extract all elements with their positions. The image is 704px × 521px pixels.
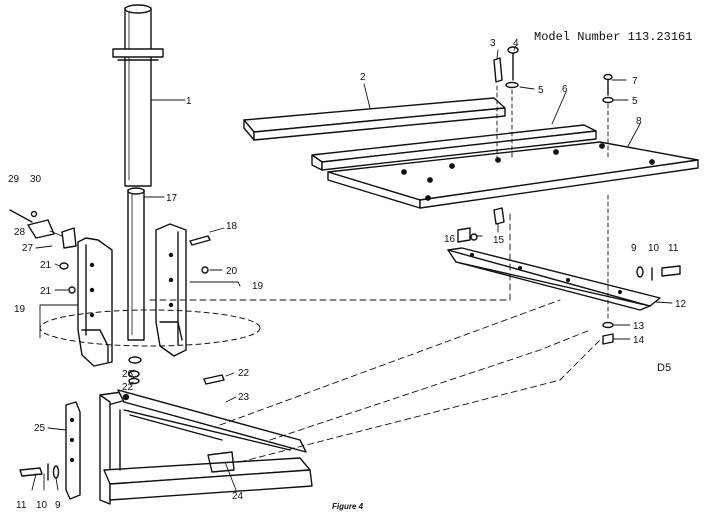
model-number-label: Model Number 113.23161: [534, 30, 693, 44]
callout-7: 7: [632, 76, 638, 87]
callout-22: 22: [238, 368, 250, 379]
part-table-board-rear: [243, 97, 506, 141]
callout-27: 27: [22, 243, 34, 254]
callout-15: 15: [493, 235, 505, 246]
callout-10: 10: [36, 500, 48, 511]
callout-2: 2: [360, 72, 366, 83]
callout-12: 12: [675, 299, 687, 310]
callout-labels: 1 2 3 4 5 5 6 7 8 9 10 11 12 13 14 15 16…: [8, 38, 687, 511]
callout-19: 19: [252, 281, 264, 292]
assembly-guide-lines: [149, 209, 601, 463]
part-base-frame: [99, 389, 313, 505]
part-angle-bracket: [447, 194, 681, 345]
part-column-clamp-right: [155, 223, 187, 357]
part-column-rod: [127, 187, 165, 341]
callout-5: 5: [632, 96, 638, 107]
callout-18: 18: [226, 221, 238, 232]
part-table-hardware: [457, 46, 614, 243]
callout-3: 3: [490, 38, 496, 49]
callout-9: 9: [55, 500, 61, 511]
part-column-clamp-left: [77, 237, 113, 367]
callout-22: 22: [122, 382, 134, 393]
leader-lines: [31, 45, 673, 491]
callout-20: 20: [226, 266, 238, 277]
callout-29: 29: [8, 174, 20, 185]
callout-11: 11: [16, 500, 27, 511]
callout-25: 25: [34, 423, 46, 434]
part-leg-strap: [19, 401, 81, 500]
alignment-dashed-ellipse: [39, 309, 261, 347]
part-table-spacer: [311, 124, 597, 171]
part-base-washers: [128, 356, 225, 385]
callout-30: 30: [30, 174, 42, 185]
callout-9: 9: [631, 243, 637, 254]
callout-13: 13: [633, 321, 645, 332]
callout-28: 28: [14, 227, 26, 238]
callout-21: 21: [40, 286, 52, 297]
callout-19: 19: [14, 304, 26, 315]
callout-26: 26: [122, 369, 134, 380]
callout-23: 23: [238, 392, 250, 403]
callout-1: 1: [186, 96, 192, 107]
part-clamp-hardware: [9, 209, 211, 294]
part-table-board-front: [327, 141, 699, 209]
callout-4: 4: [513, 38, 519, 49]
callout-21: 21: [40, 260, 52, 271]
callout-14: 14: [633, 335, 645, 346]
callout-8: 8: [636, 116, 642, 127]
page-code: D5: [657, 362, 672, 374]
callout-5: 5: [538, 85, 544, 96]
callout-24: 24: [232, 491, 244, 502]
callout-10: 10: [648, 243, 660, 254]
callout-17: 17: [166, 193, 178, 204]
figure-caption: Figure 4: [332, 502, 364, 511]
callout-11: 11: [668, 243, 679, 254]
callout-6: 6: [562, 84, 568, 95]
part-column-tube: [112, 4, 186, 187]
callout-16: 16: [444, 234, 456, 245]
